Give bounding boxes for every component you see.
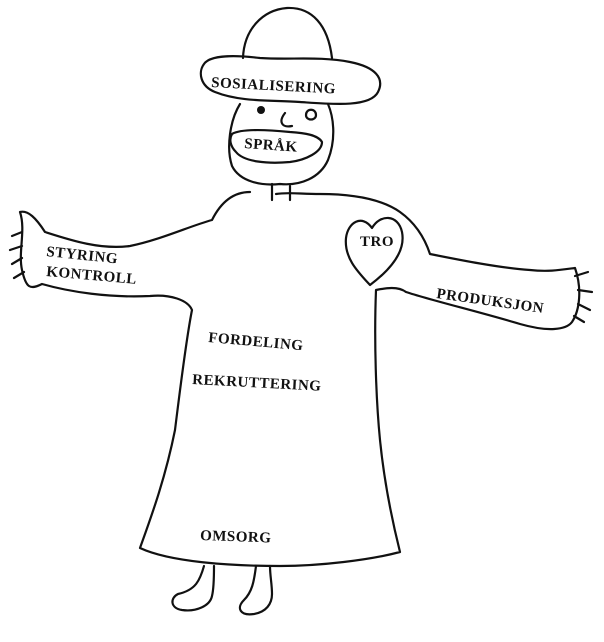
left-arm-label-top: STYRING — [46, 244, 119, 267]
body-label-middle: REKRUTTERING — [192, 372, 322, 395]
hat-label: SOSIALISERING — [211, 75, 337, 98]
head-outline — [228, 102, 335, 186]
body-outline — [18, 190, 581, 568]
right-arm-fringe — [572, 270, 594, 324]
body-label-bottom: OMSORG — [200, 528, 272, 546]
left-arm-fringe — [8, 230, 26, 280]
hat-brim — [199, 55, 382, 106]
right-eye — [304, 108, 318, 121]
mouth-outline — [229, 128, 324, 164]
mouth-label: SPRÅK — [244, 136, 298, 156]
hat-crown — [241, 6, 334, 60]
nose — [280, 111, 294, 128]
body-label-top: FORDELING — [208, 330, 304, 354]
left-arm-label-bottom: KONTROLL — [46, 264, 138, 288]
right-arm-label: PRODUKSJON — [435, 286, 545, 317]
right-leg — [238, 564, 274, 616]
heart-label: TRO — [360, 234, 394, 250]
heart-shape — [344, 216, 404, 287]
left-leg — [171, 564, 216, 612]
left-eye — [257, 106, 265, 114]
